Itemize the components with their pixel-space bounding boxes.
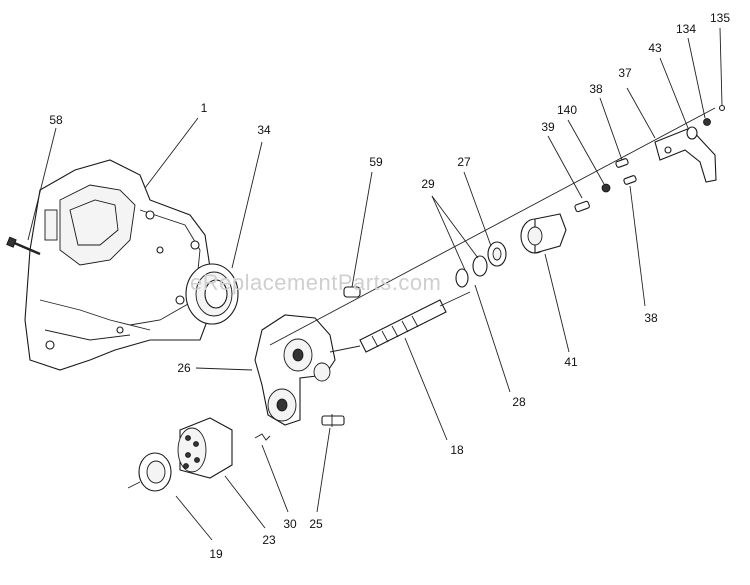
callout-58: 58 bbox=[49, 113, 63, 127]
washer-part-43[interactable] bbox=[686, 126, 698, 140]
callout-135: 135 bbox=[710, 11, 730, 25]
pin-part-38[interactable] bbox=[615, 158, 637, 185]
washer-part-27[interactable] bbox=[487, 241, 507, 267]
callout-39: 39 bbox=[541, 120, 555, 134]
callout-59: 59 bbox=[369, 155, 383, 169]
callout-25: 25 bbox=[309, 517, 323, 531]
callout-23: 23 bbox=[262, 533, 276, 547]
bearing-part-19[interactable] bbox=[127, 452, 172, 492]
callout-27: 27 bbox=[457, 155, 471, 169]
callout-41: 41 bbox=[564, 355, 578, 369]
callout-labels: 1 58 34 59 29 27 39 140 38 37 43 134 135… bbox=[49, 11, 730, 561]
nut-part-140[interactable] bbox=[601, 183, 611, 193]
callout-29: 29 bbox=[421, 177, 435, 191]
cylinder-block-part-23[interactable] bbox=[177, 417, 233, 479]
fitting-part-25[interactable] bbox=[321, 414, 345, 427]
clip-part-135[interactable] bbox=[718, 104, 726, 112]
gear-ring-part-34[interactable] bbox=[185, 263, 239, 325]
leader-lines bbox=[27, 27, 723, 541]
callout-140: 140 bbox=[557, 103, 577, 117]
bolt-part-58[interactable] bbox=[6, 236, 41, 256]
callout-37: 37 bbox=[618, 66, 632, 80]
callout-134: 134 bbox=[676, 22, 696, 36]
callout-43: 43 bbox=[648, 41, 662, 55]
bolt-part-39[interactable] bbox=[574, 200, 590, 213]
callout-26: 26 bbox=[177, 361, 191, 375]
callout-30: 30 bbox=[283, 517, 297, 531]
callout-1: 1 bbox=[201, 101, 208, 115]
callout-18: 18 bbox=[450, 443, 464, 457]
housing-part-1[interactable] bbox=[24, 159, 216, 371]
shaft-part-18[interactable] bbox=[329, 291, 471, 353]
nut-part-134[interactable] bbox=[703, 118, 711, 126]
callout-28: 28 bbox=[512, 395, 526, 409]
callout-19: 19 bbox=[209, 547, 223, 561]
callout-34: 34 bbox=[257, 123, 271, 137]
spring-part-30[interactable] bbox=[254, 433, 271, 441]
hub-part-41[interactable] bbox=[520, 213, 567, 254]
callout-38-top: 38 bbox=[589, 82, 603, 96]
callout-38-bottom: 38 bbox=[644, 311, 658, 325]
rings-part-29[interactable] bbox=[455, 255, 488, 288]
bracket-part-37[interactable] bbox=[654, 127, 717, 183]
watermark-text: eReplacementParts.com bbox=[190, 270, 441, 295]
